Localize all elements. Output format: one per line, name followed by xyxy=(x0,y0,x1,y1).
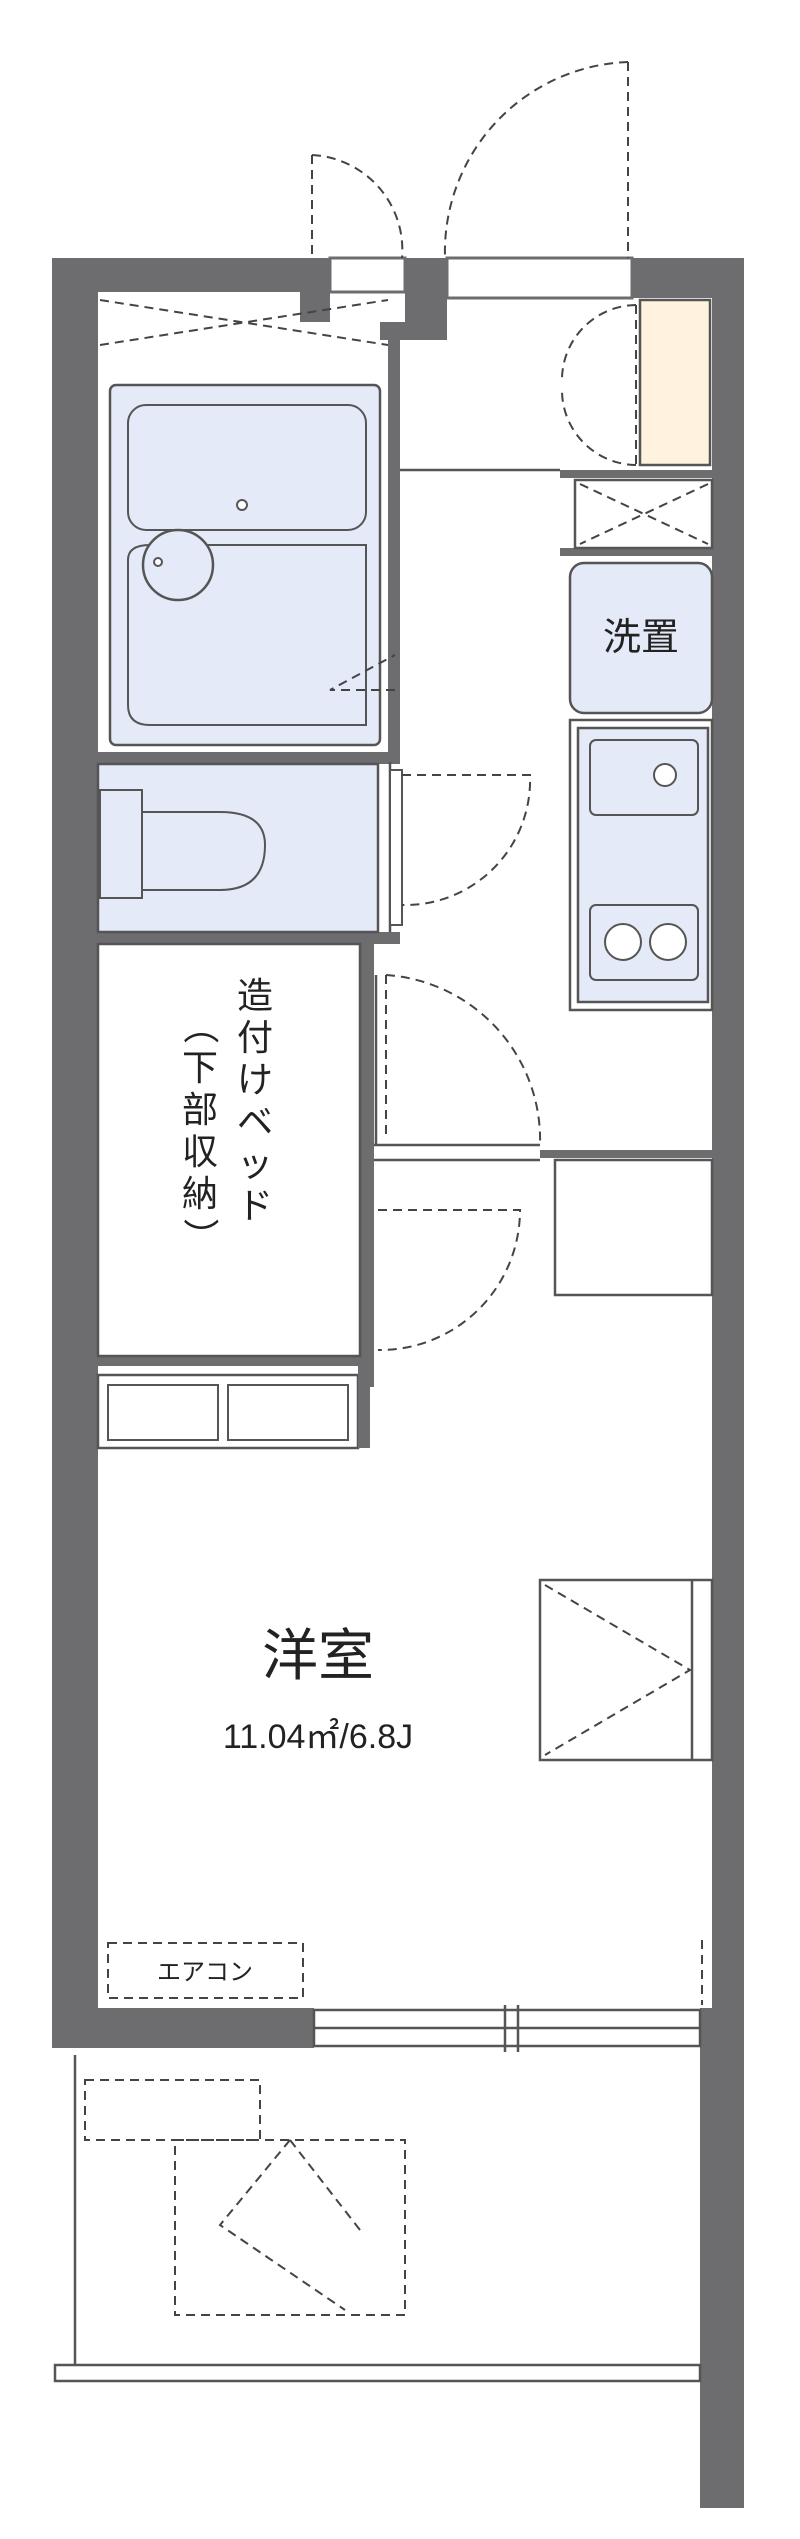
room-label: 洋室 xyxy=(262,1624,374,1687)
balcony-railing xyxy=(53,2363,702,2383)
laundry-place: 洗置 xyxy=(568,561,714,715)
window-frame-small xyxy=(328,256,407,294)
top-left-wall xyxy=(52,258,322,292)
sub-char-6: ） xyxy=(180,1217,221,1254)
closet-shelf xyxy=(96,1366,370,1450)
built-in-bed-label: 造 付 け ベ ッ ド xyxy=(230,975,280,1227)
closet-bottom-wall xyxy=(98,1356,368,1366)
bath-door-swing xyxy=(329,654,396,691)
interior-walls xyxy=(98,322,712,1387)
built-in-bed xyxy=(96,942,362,1358)
sub-char-4: 収 xyxy=(181,1131,218,1172)
toilet-tank xyxy=(99,789,143,899)
sub-char-5: 納 xyxy=(181,1173,218,1214)
air-conditioner: エアコン xyxy=(107,1942,304,1999)
storage-box xyxy=(573,478,714,550)
entrance-door-frame xyxy=(445,256,634,300)
sub-char-2: 下 xyxy=(181,1047,218,1088)
shoe-cabinet xyxy=(638,298,712,467)
sub-char-1: （ xyxy=(180,1007,221,1044)
closet-door-swing xyxy=(385,974,542,1146)
corridor-doors xyxy=(374,974,714,1352)
bed-char-5: ッ xyxy=(236,1143,273,1184)
burner-2 xyxy=(649,923,687,961)
sink xyxy=(589,739,699,816)
toilet-room xyxy=(96,762,532,934)
bed-char-1: 造 xyxy=(236,975,273,1016)
bath-ceiling-hatch xyxy=(99,299,389,346)
toilet-bowl xyxy=(141,811,267,891)
entrance-pillar-right xyxy=(405,258,447,322)
aircon-label: エアコン xyxy=(157,1959,253,1986)
bath-toilet-wall xyxy=(98,752,400,764)
room-window xyxy=(538,1578,714,1762)
sub-char-3: 部 xyxy=(181,1089,218,1130)
bottom-right-wall xyxy=(700,2008,744,2048)
bed-char-6: ド xyxy=(236,1185,273,1226)
cabinet-divider xyxy=(560,470,712,478)
kitchen-bottom-wall xyxy=(540,1150,712,1158)
shoe-cabinet-swing xyxy=(561,304,637,466)
laundry-label: 洗置 xyxy=(603,617,679,659)
western-room: 洋室 11.04㎡/6.8J xyxy=(223,1624,413,1756)
bed-char-2: 付 xyxy=(236,1017,273,1058)
laundry-top-wall xyxy=(560,548,712,556)
kitchen xyxy=(568,718,714,1012)
built-in-bed-sublabel: （ 下 部 収 納 ） xyxy=(175,1005,225,1257)
drain xyxy=(236,499,248,511)
bathtub xyxy=(127,404,367,531)
washbasin xyxy=(141,528,215,602)
balcony xyxy=(53,2048,744,2508)
entrance-door-swing xyxy=(311,61,629,259)
bottom-left-wall xyxy=(52,2008,314,2048)
burner-1 xyxy=(604,923,642,961)
left-wall xyxy=(52,258,98,2048)
bed-char-4: ベ xyxy=(236,1101,273,1142)
kitchen-shelf xyxy=(553,1158,714,1297)
washing-machine-space xyxy=(568,561,714,715)
bed-char-3: け xyxy=(236,1059,273,1100)
room-door-swing xyxy=(377,1209,522,1352)
room-area: 11.04㎡/6.8J xyxy=(223,1718,413,1756)
balcony-sliding-door xyxy=(312,2005,702,2052)
bathroom xyxy=(108,383,396,747)
toilet-door-swing xyxy=(401,774,532,907)
closet-right-wall xyxy=(360,932,374,1387)
bath-partition xyxy=(388,322,400,762)
toilet-closet-wall xyxy=(98,932,400,944)
